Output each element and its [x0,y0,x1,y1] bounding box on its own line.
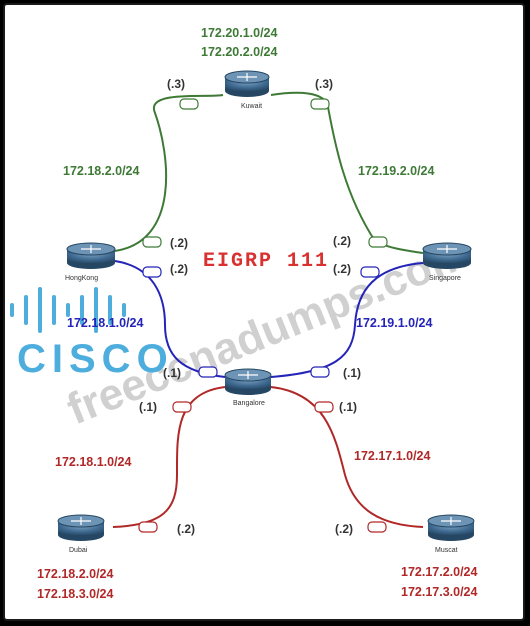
diagram-title: EIGRP 111 [203,250,329,273]
host-muscat: (.2) [335,522,353,536]
router-muscat: Muscat [427,514,475,554]
link-sg-blr-network: 172.19.1.0/24 [356,316,433,330]
topology-canvas: freeccnadumps.com CISCO [10,26,478,601]
kuwait-network-1: 172.20.1.0/24 [201,26,278,40]
host-blr-red-right: (.1) [339,400,357,414]
router-icon [57,514,105,541]
dubai-network-2: 172.18.3.0/24 [37,587,114,601]
dubai-network-1: 172.18.2.0/24 [37,567,114,581]
host-kuwait-right: (.3) [315,77,333,91]
router-name: Muscat [435,547,458,554]
router-name: HongKong [65,275,98,282]
kuwait-network-2: 172.20.2.0/24 [201,45,278,59]
link-blr-muscat [270,386,424,528]
host-blr-blue-left: (.1) [163,366,181,380]
link-hk-kuwait-network: 172.18.2.0/24 [63,164,140,178]
topology-diagram: freeccnadumps.com CISCO [3,3,525,621]
router-name: Singapore [429,275,461,282]
link-blr-muscat-network: 172.17.1.0/24 [354,449,431,463]
link-kuwait-sg-network: 172.19.2.0/24 [358,164,435,178]
router-icon [66,242,116,269]
host-sg-green: (.2) [333,234,351,248]
link-blr-dubai-network: 172.18.1.0/24 [55,455,132,469]
router-icon [224,368,272,395]
link-hk-kuwait [114,94,224,252]
router-bangalore: Bangalore [224,368,272,407]
router-name: Kuwait [241,103,262,110]
router-singapore: Singapore [422,242,472,282]
router-icon [224,70,270,97]
host-sg-blue: (.2) [333,262,351,276]
cisco-logo: CISCO [10,287,174,381]
host-dubai: (.2) [177,522,195,536]
host-blr-red-left: (.1) [139,400,157,414]
host-hk-green: (.2) [170,236,188,250]
router-hongkong: HongKong [65,242,116,282]
link-kuwait-sg [270,91,424,254]
router-name: Dubai [69,547,88,554]
router-dubai: Dubai [57,514,105,554]
host-blr-blue-right: (.1) [343,366,361,380]
host-kuwait-left: (.3) [167,77,185,91]
link-hk-blr-network: 172.18.1.0/24 [67,316,144,330]
link-blr-dubai [112,386,226,528]
interface-badges [138,98,388,533]
router-kuwait: Kuwait [224,70,270,110]
router-icon [427,514,475,541]
router-name: Bangalore [233,400,265,407]
cisco-logo-text: CISCO [17,337,174,381]
router-icon [422,242,472,269]
muscat-network-1: 172.17.2.0/24 [401,565,478,579]
muscat-network-2: 172.17.3.0/24 [401,585,478,599]
host-hk-blue: (.2) [170,262,188,276]
